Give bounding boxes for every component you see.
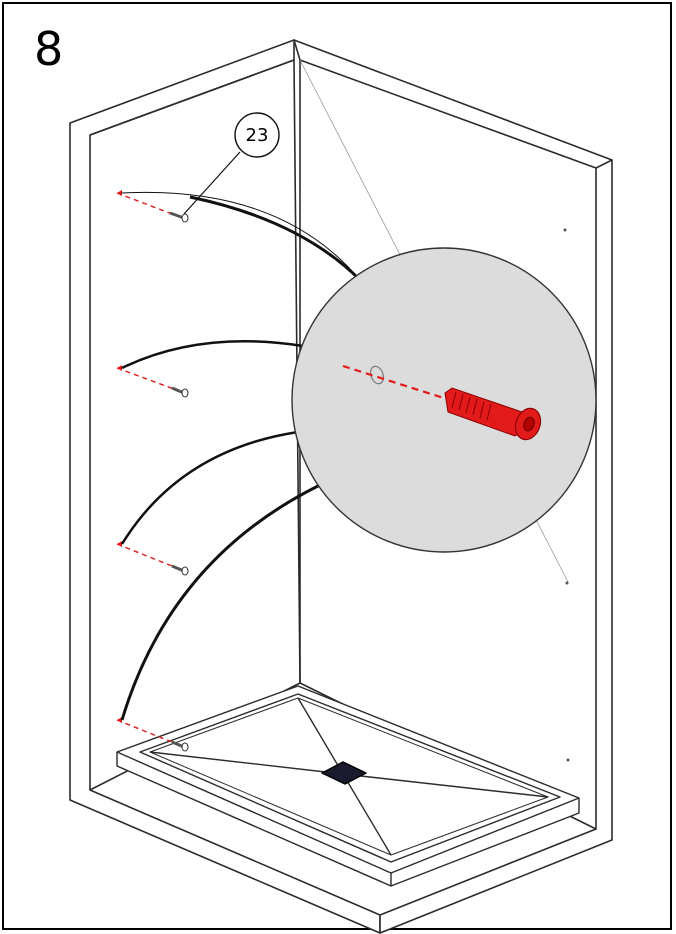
screw-icon [171, 386, 189, 398]
screw-icon [171, 740, 189, 752]
drain-icon [321, 761, 367, 785]
screw-group-2 [116, 340, 304, 398]
part-callout: 23 [183, 112, 280, 215]
screw-icon [171, 564, 189, 576]
screw-group-3 [116, 430, 299, 576]
shower-tray [116, 685, 580, 887]
screw-group-4 [116, 484, 319, 752]
part-number-label: 23 [246, 125, 269, 146]
wall-hole-markers [563, 228, 570, 762]
detail-view [291, 247, 597, 553]
screw-group-1 [116, 190, 362, 282]
wall-plug-icon [444, 387, 542, 441]
drill-hole-icon [369, 365, 385, 385]
screw-icon [169, 211, 189, 223]
step-number: 8 [34, 22, 64, 76]
